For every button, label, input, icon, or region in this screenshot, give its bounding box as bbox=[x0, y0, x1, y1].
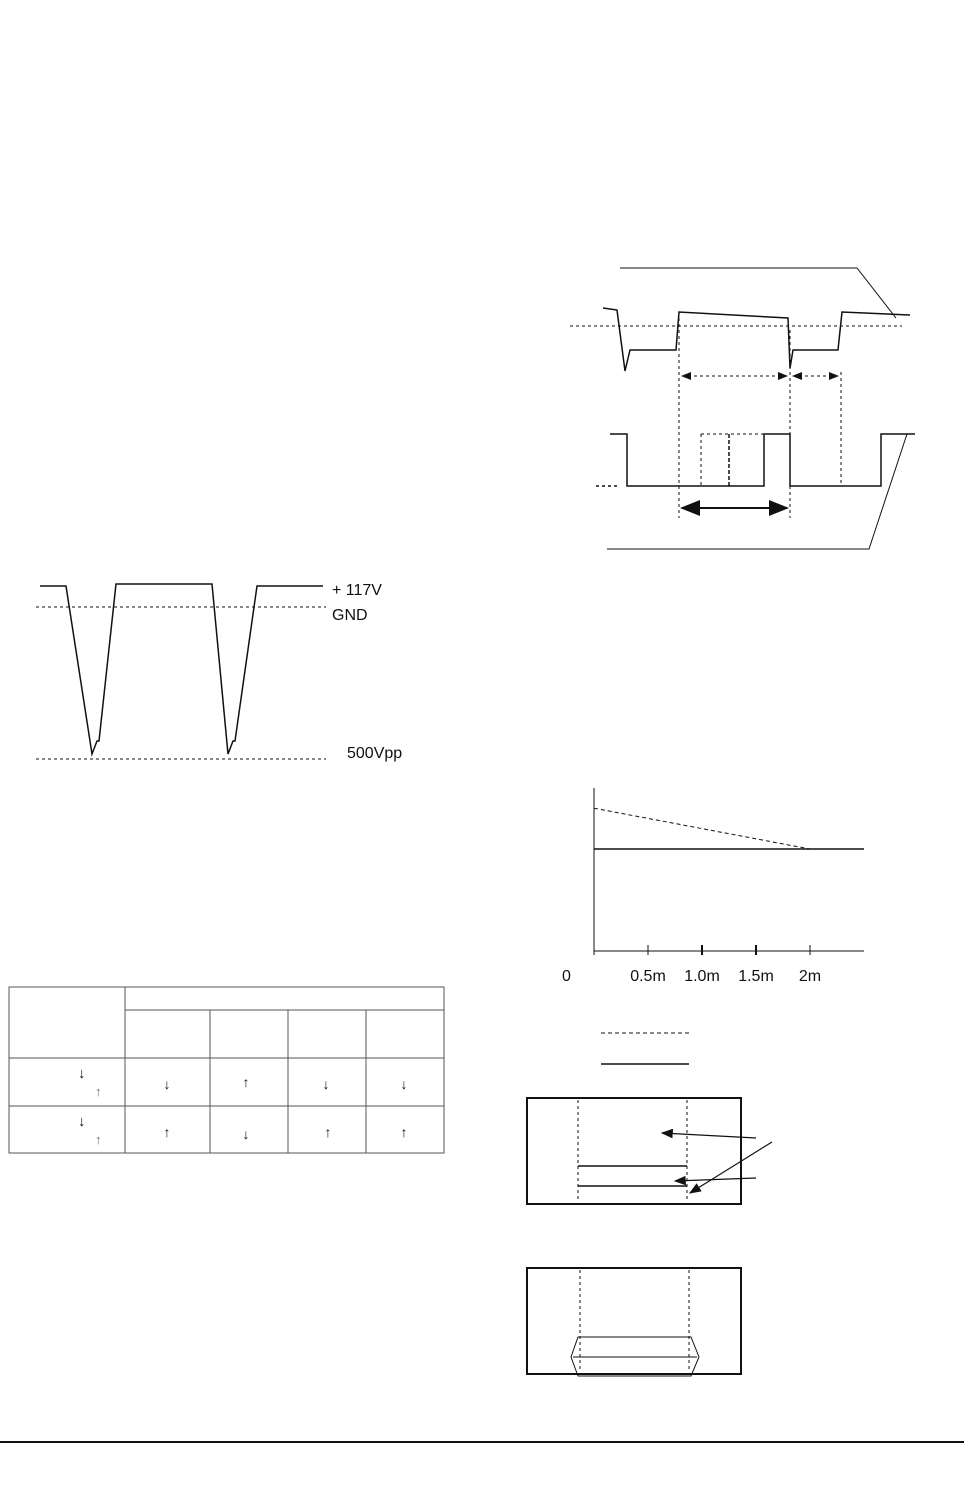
row1-cell-2: ↑ bbox=[243, 1074, 250, 1090]
voltage-waveform bbox=[40, 583, 323, 757]
chart-series-dashed bbox=[593, 807, 811, 850]
row1-cell-1: ↓ bbox=[164, 1076, 171, 1092]
row1-header-down-arrow: ↓ bbox=[78, 1065, 86, 1082]
label-gnd: GND bbox=[332, 607, 368, 624]
timing-callout-line-bottom bbox=[607, 433, 908, 550]
timing-upper-waveform bbox=[602, 307, 911, 372]
voltage-waveform-diagram: + 117V GND 500Vpp bbox=[36, 582, 402, 762]
row2-header-up-arrow: ↑ bbox=[95, 1132, 102, 1147]
box1-pointer-2 bbox=[688, 1141, 773, 1194]
distance-chart: 0 0.5m 1.0m 1.5m 2m bbox=[562, 788, 864, 985]
footer-rule bbox=[0, 1441, 964, 1443]
table-border bbox=[8, 986, 445, 1154]
chart-x-tick-label: 0 bbox=[562, 968, 571, 985]
timing-diagram bbox=[570, 267, 915, 550]
direction-table: ↓ ↑ ↓ ↑ ↓ ↑ ↓ ↓ ↑ ↓ ↑ ↑ bbox=[8, 986, 445, 1154]
box1-frame bbox=[526, 1097, 742, 1205]
box2-frame bbox=[526, 1267, 742, 1375]
row1-header-up-arrow: ↑ bbox=[95, 1084, 102, 1099]
chart-x-tick-label: 1.5m bbox=[738, 968, 774, 985]
box1-pointer-1 bbox=[660, 1128, 757, 1139]
row1-cell-4: ↓ bbox=[401, 1076, 408, 1092]
row2-header-down-arrow: ↓ bbox=[78, 1113, 86, 1130]
row2-cell-3: ↑ bbox=[325, 1124, 332, 1140]
row2-cell-2: ↓ bbox=[243, 1126, 250, 1142]
box-diagram-1 bbox=[526, 1097, 773, 1205]
chart-x-tick-label: 1.0m bbox=[684, 968, 720, 985]
timing-callout-line-top bbox=[620, 267, 897, 319]
row2-cell-1: ↑ bbox=[164, 1124, 171, 1140]
box-diagram-2 bbox=[526, 1267, 742, 1377]
timing-lower-waveform bbox=[610, 433, 915, 487]
label-500vpp: 500Vpp bbox=[347, 745, 402, 762]
chart-x-tick-label: 0.5m bbox=[630, 968, 666, 985]
box1-pointer-3 bbox=[673, 1175, 757, 1186]
label-plus-117v: + 117V bbox=[332, 582, 382, 599]
row2-cell-4: ↑ bbox=[401, 1124, 408, 1140]
box2-bar-shape bbox=[570, 1336, 700, 1377]
chart-x-tick-label: 2m bbox=[799, 968, 821, 985]
row1-cell-3: ↓ bbox=[323, 1076, 330, 1092]
